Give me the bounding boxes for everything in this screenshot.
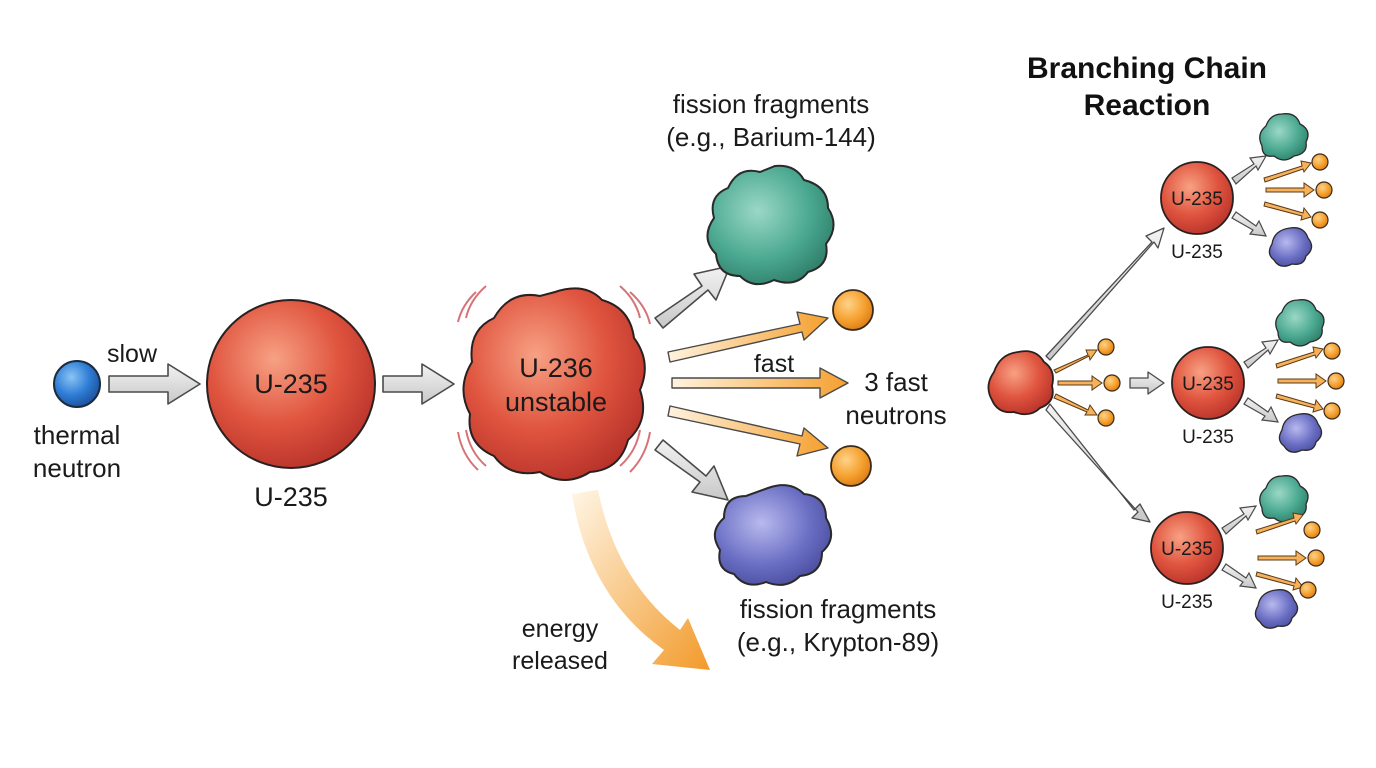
branch-middle-neutron-3 — [1323, 402, 1341, 420]
arrow-neutron-to-u235 — [108, 363, 201, 405]
thermal-neutron-label-line1: thermal — [34, 420, 121, 450]
branch-bottom-neutron-3 — [1299, 581, 1317, 599]
branch-top-neutron-1 — [1311, 153, 1329, 171]
thermal-neutron — [53, 360, 101, 408]
three-fast-neutrons-line2: neutrons — [845, 400, 946, 430]
branch-bottom-n-arrow-3 — [1255, 571, 1304, 591]
branch-middle-n-arrow-3 — [1275, 393, 1324, 413]
branch-center-neutron-3 — [1097, 409, 1115, 427]
fast-label: fast — [754, 350, 794, 378]
branch-unit-top: U-235 U-235 — [1160, 113, 1333, 267]
krypton-fragment — [713, 484, 833, 586]
branch-bottom-nucleus — [1150, 511, 1224, 585]
branch-center-neutron-1 — [1097, 338, 1115, 356]
branch-top-neutron-2 — [1315, 181, 1333, 199]
energy-label-line2: released — [512, 647, 608, 675]
branch-middle-n-arrow-1 — [1275, 346, 1324, 369]
branch-middle-n-arrow-2 — [1277, 373, 1327, 389]
branch-middle-arrow-purple — [1243, 397, 1280, 423]
barium-fragment — [706, 164, 835, 286]
krypton-label-line1: fission fragments — [740, 594, 937, 624]
arrow-fast-neutron-middle — [671, 367, 849, 399]
branch-arrow-up — [1045, 227, 1165, 361]
branch-middle-neutron-2 — [1327, 372, 1345, 390]
thermal-neutron-label-line2: neutron — [33, 453, 121, 483]
arrow-to-krypton — [654, 439, 729, 501]
branch-bottom-arrow-purple — [1221, 563, 1258, 589]
fast-neutron-bottom — [830, 445, 872, 487]
branch-bottom-caption: U-235 — [1161, 592, 1213, 613]
branch-bottom-neutron-1 — [1303, 521, 1321, 539]
u236-label-line2: unstable — [505, 387, 607, 417]
branch-top-caption: U-235 — [1171, 242, 1223, 263]
u235-caption: U-235 — [254, 482, 328, 512]
branch-top-n-arrow-3 — [1263, 201, 1312, 221]
branch-center-neutron-arrow-3 — [1053, 393, 1098, 416]
arrow-fast-neutron-top — [667, 311, 829, 363]
energy-released-arrow — [572, 490, 710, 670]
vibration-marks — [457, 285, 651, 473]
barium-label-line1: fission fragments — [673, 89, 870, 119]
branch-center-neutron-arrow-1 — [1053, 349, 1098, 374]
u235-inner-label: U-235 — [254, 369, 328, 399]
branching-title-line1: Branching Chain — [1027, 52, 1267, 85]
branch-top-arrow-teal — [1231, 155, 1268, 185]
branch-middle-teal-fragment — [1275, 299, 1325, 347]
arrow-u235-to-u236 — [382, 363, 455, 405]
u236-nucleus — [462, 287, 646, 481]
branch-top-arrow-purple — [1231, 211, 1268, 237]
u236-label-line1: U-236 — [519, 353, 593, 383]
branch-bottom-n-arrow-2 — [1257, 550, 1307, 566]
branch-central-nucleus — [987, 350, 1054, 416]
branch-bottom-neutron-2 — [1307, 549, 1325, 567]
branch-bottom-nucleus-label: U-235 — [1161, 539, 1213, 560]
barium-label-line2: (e.g., Barium-144) — [666, 122, 876, 152]
branch-middle-purple-fragment — [1278, 413, 1323, 453]
branch-bottom-n-arrow-1 — [1255, 512, 1304, 535]
slow-label: slow — [107, 340, 158, 368]
three-fast-neutrons-line1: 3 fast — [864, 367, 928, 397]
branch-middle-neutron-1 — [1323, 342, 1341, 360]
branch-top-nucleus-label: U-235 — [1171, 189, 1223, 210]
branch-unit-bottom: U-235 U-235 — [1150, 475, 1325, 629]
branch-middle-caption: U-235 — [1182, 427, 1234, 448]
krypton-label-line2: (e.g., Krypton-89) — [737, 627, 939, 657]
energy-label-line1: energy — [522, 615, 599, 643]
branch-bottom-purple-fragment — [1254, 589, 1299, 629]
u235-nucleus — [206, 299, 376, 469]
branch-center-neutron-arrow-2 — [1057, 375, 1103, 391]
branch-top-n-arrow-2 — [1265, 182, 1315, 198]
branch-top-neutron-3 — [1311, 211, 1329, 229]
arrow-to-barium — [654, 265, 731, 329]
branch-top-nucleus — [1160, 161, 1234, 235]
branch-middle-nucleus-label: U-235 — [1182, 374, 1234, 395]
branch-middle-nucleus — [1171, 346, 1245, 420]
branch-bottom-arrow-teal — [1221, 505, 1258, 535]
fast-neutron-top — [832, 289, 874, 331]
branch-top-purple-fragment — [1268, 227, 1313, 267]
branching-title-line2: Reaction — [1084, 89, 1211, 122]
branch-arrow-middle — [1129, 371, 1165, 395]
branch-center-neutron-2 — [1103, 374, 1121, 392]
branch-arrow-down — [1045, 403, 1151, 523]
branch-top-n-arrow-1 — [1263, 160, 1312, 183]
arrow-fast-neutron-bottom — [667, 405, 829, 457]
branch-top-teal-fragment — [1259, 113, 1309, 161]
branch-unit-middle: U-235 U-235 — [1171, 299, 1345, 453]
branch-middle-arrow-teal — [1243, 339, 1280, 369]
